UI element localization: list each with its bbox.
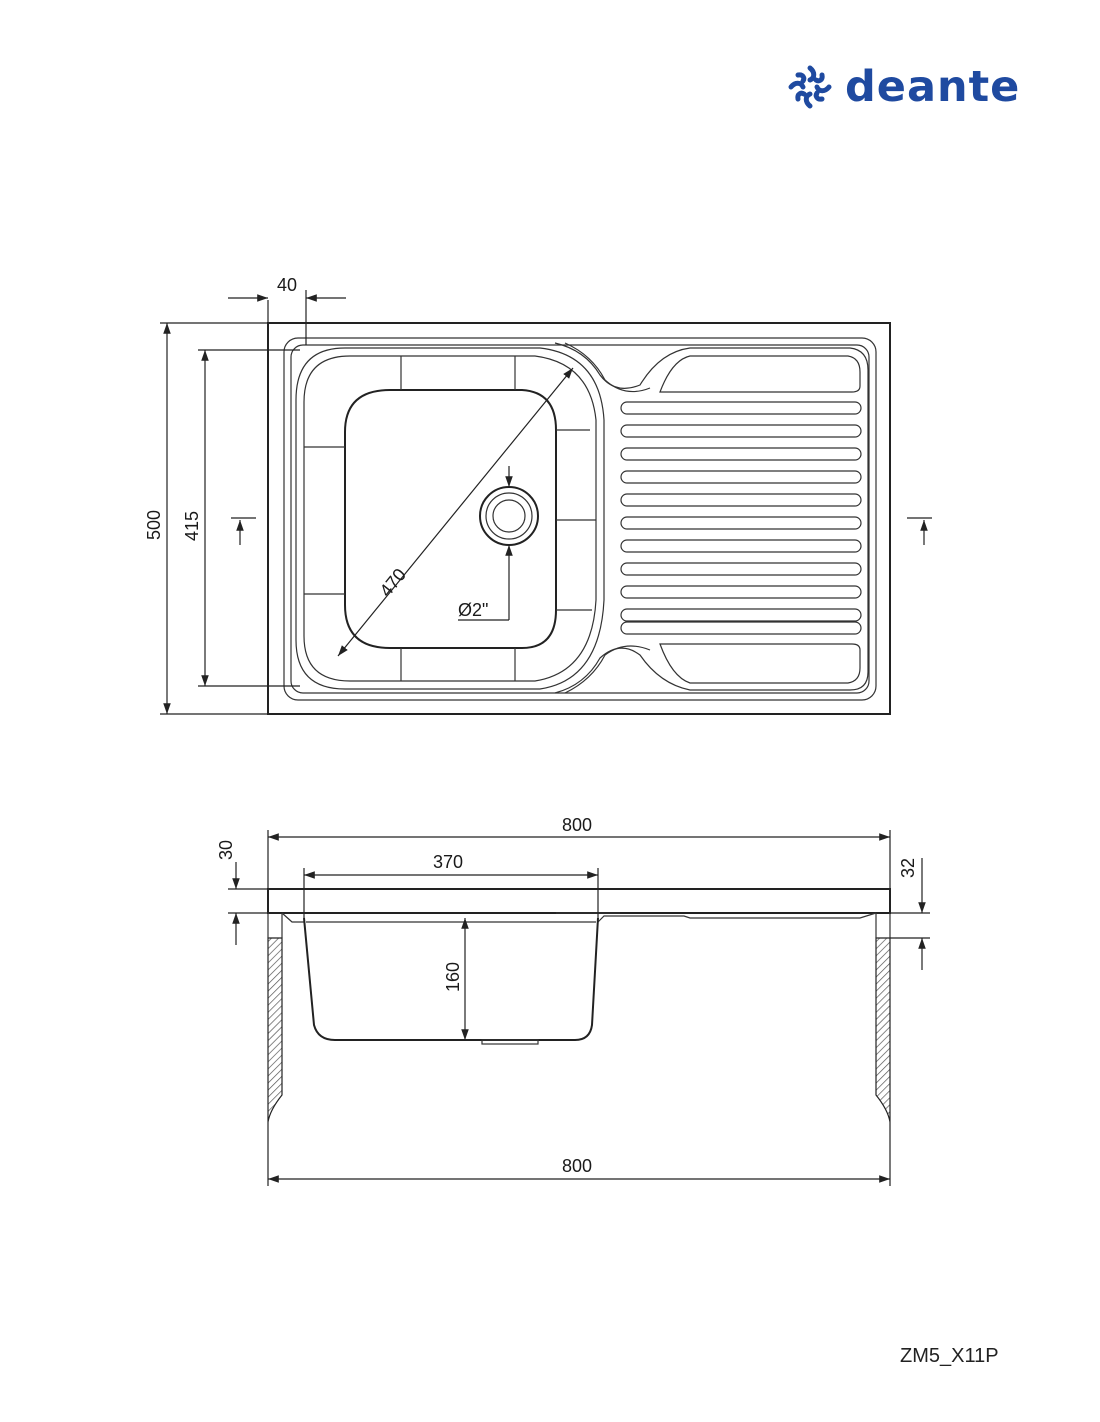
- section-view: 800 370 30 32 160 800: [216, 815, 930, 1186]
- model-code: ZM5_X11P: [900, 1345, 999, 1367]
- bowl-width-label: 370: [433, 852, 463, 872]
- diagonal-dimension-line: [337, 367, 574, 657]
- total-depth-label: 500: [144, 510, 164, 540]
- drainer-ribs: [620, 401, 862, 635]
- diagonal-label: 470: [376, 565, 410, 601]
- bowl-outer: [295, 347, 605, 690]
- section-marker-left: [231, 517, 256, 545]
- section-marker-right: [907, 517, 932, 545]
- sink-rim: [283, 337, 877, 701]
- bottom-width-label: 800: [562, 1156, 592, 1176]
- flange-dimension-label: 40: [277, 275, 297, 295]
- drain-stub: [481, 1039, 539, 1045]
- left-rim-label: 30: [216, 840, 236, 860]
- bowl-height-label: 160: [443, 962, 463, 992]
- deck-plate: [267, 888, 891, 914]
- drain-size-label: Ø2": [458, 600, 488, 620]
- sink-outline: [267, 322, 891, 715]
- brand-name: deante: [845, 61, 1021, 112]
- left-wall: [267, 937, 283, 1123]
- right-wall: [875, 937, 891, 1123]
- deante-logo-icon: [788, 65, 832, 109]
- drain-hole: [492, 499, 526, 533]
- top-width-label: 800: [562, 815, 592, 835]
- drain-outer: [479, 486, 539, 546]
- top-view: 470 Ø2" 40 500 415: [144, 275, 932, 715]
- bowl-depth-label: 415: [182, 511, 202, 541]
- drainer-bottom-pocket: [659, 643, 861, 684]
- right-rim-label: 32: [898, 858, 918, 878]
- bowl-profile: [303, 917, 599, 1041]
- brand-logo: deante: [785, 62, 1020, 112]
- drainer-top-pocket: [659, 355, 861, 393]
